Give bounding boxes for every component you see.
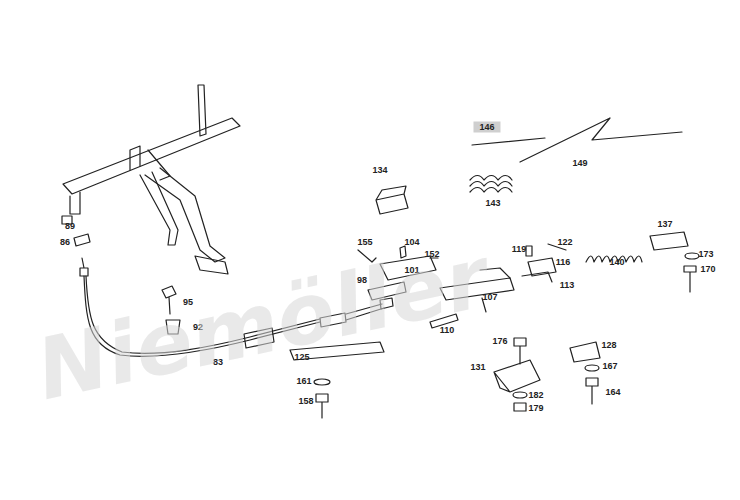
callout-number: 164	[605, 388, 620, 397]
callout-number: 140	[609, 258, 624, 267]
callout-number: 161	[296, 377, 311, 386]
callout-number: 173	[698, 250, 713, 259]
callout-number: 119	[512, 245, 527, 254]
callout-number: 122	[557, 238, 572, 247]
callout-number: 137	[657, 220, 672, 229]
callout-number: 143	[485, 199, 500, 208]
callout-number: 158	[298, 397, 313, 406]
callout-number: 113	[560, 281, 575, 290]
callout-number: 179	[528, 404, 543, 413]
callout-number: 149	[572, 159, 587, 168]
callout-number: 170	[700, 265, 715, 274]
callout-number: 86	[60, 238, 70, 247]
callout-number: 134	[372, 166, 387, 175]
callout-number: 131	[470, 363, 485, 372]
callout-number: 116	[556, 258, 571, 267]
callout-number: 182	[528, 391, 543, 400]
callout-number: 104	[404, 238, 419, 247]
callout-number: 146	[473, 122, 500, 133]
callout-number: 167	[602, 362, 617, 371]
callout-number: 176	[492, 337, 507, 346]
callout-number: 155	[357, 238, 372, 247]
watermark: Niemöller	[30, 235, 495, 412]
callout-number: 128	[601, 341, 616, 350]
callout-number: 89	[65, 222, 75, 231]
